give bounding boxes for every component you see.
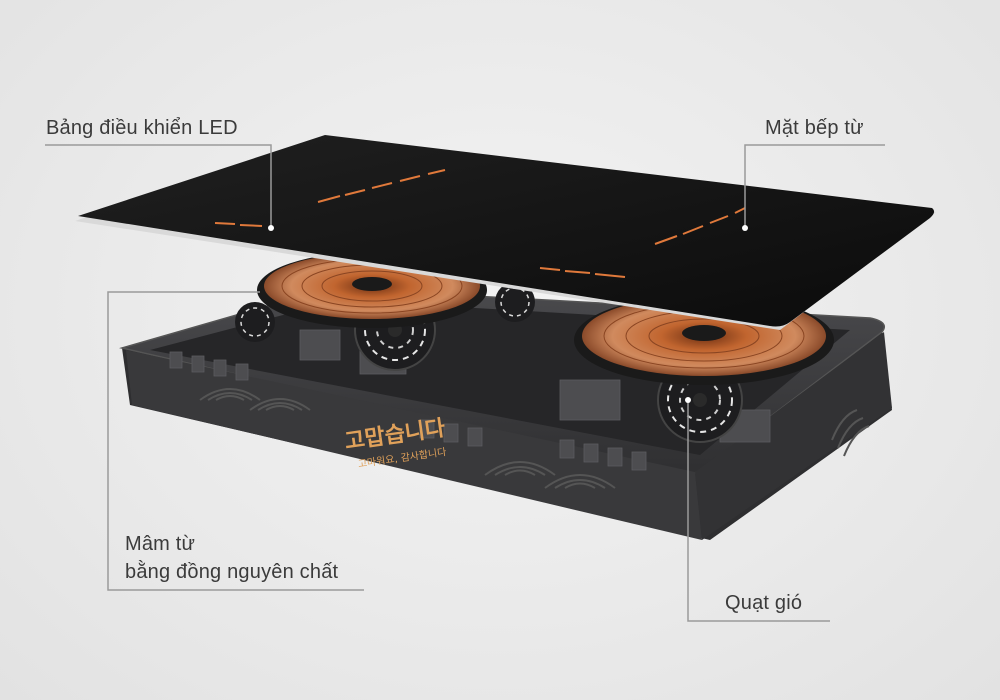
glass-cooktop-surface [75, 135, 936, 330]
vent-grille-left [199, 388, 311, 411]
vent-grille-center [484, 461, 616, 489]
leader-dot-control-panel [268, 225, 274, 231]
leader-line-control-panel [45, 144, 272, 228]
leader-line-coil [107, 291, 364, 591]
label-glass-top: Mặt bếp từ [765, 117, 864, 139]
label-copper-coil-line2: bằng đồng nguyên chất [125, 561, 339, 583]
leader-dot-glass-top [742, 225, 748, 231]
vent-grille-side [831, 409, 870, 457]
label-copper-coil: Mâm từ bằng đồng nguyên chất [125, 530, 338, 586]
leader-line-fan [687, 400, 830, 622]
label-fan: Quạt gió [725, 592, 803, 614]
leader-dot-fan [685, 397, 691, 403]
leader-line-glass-top [744, 144, 885, 228]
housing-front-face [126, 350, 702, 540]
label-control-panel: Bảng điều khiển LED [46, 117, 238, 139]
led-control-strip [214, 222, 626, 278]
led-indicators-right [654, 207, 746, 245]
label-copper-coil-line1: Mâm từ [125, 533, 196, 555]
housing-side-face [695, 332, 892, 540]
led-indicators-left [317, 169, 446, 203]
leader-lines [45, 144, 885, 622]
fan-small [235, 282, 535, 342]
glass-top-plate [78, 135, 935, 327]
